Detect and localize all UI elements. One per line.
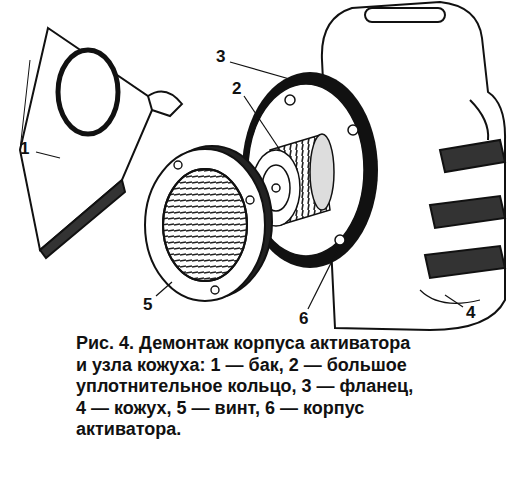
callout-number: 2 xyxy=(232,80,241,97)
activator-body xyxy=(145,146,272,301)
callout-number: 1 xyxy=(20,140,29,157)
leader-lines xyxy=(36,62,463,309)
callout-number: 3 xyxy=(216,48,225,65)
callout-number: 6 xyxy=(299,310,308,327)
figure-caption: Рис. 4. Демонтаж корпуса активатора и уз… xyxy=(76,333,421,441)
tank-wall xyxy=(20,28,182,258)
callout-number: 4 xyxy=(466,304,475,321)
callout-number: 5 xyxy=(143,296,152,313)
